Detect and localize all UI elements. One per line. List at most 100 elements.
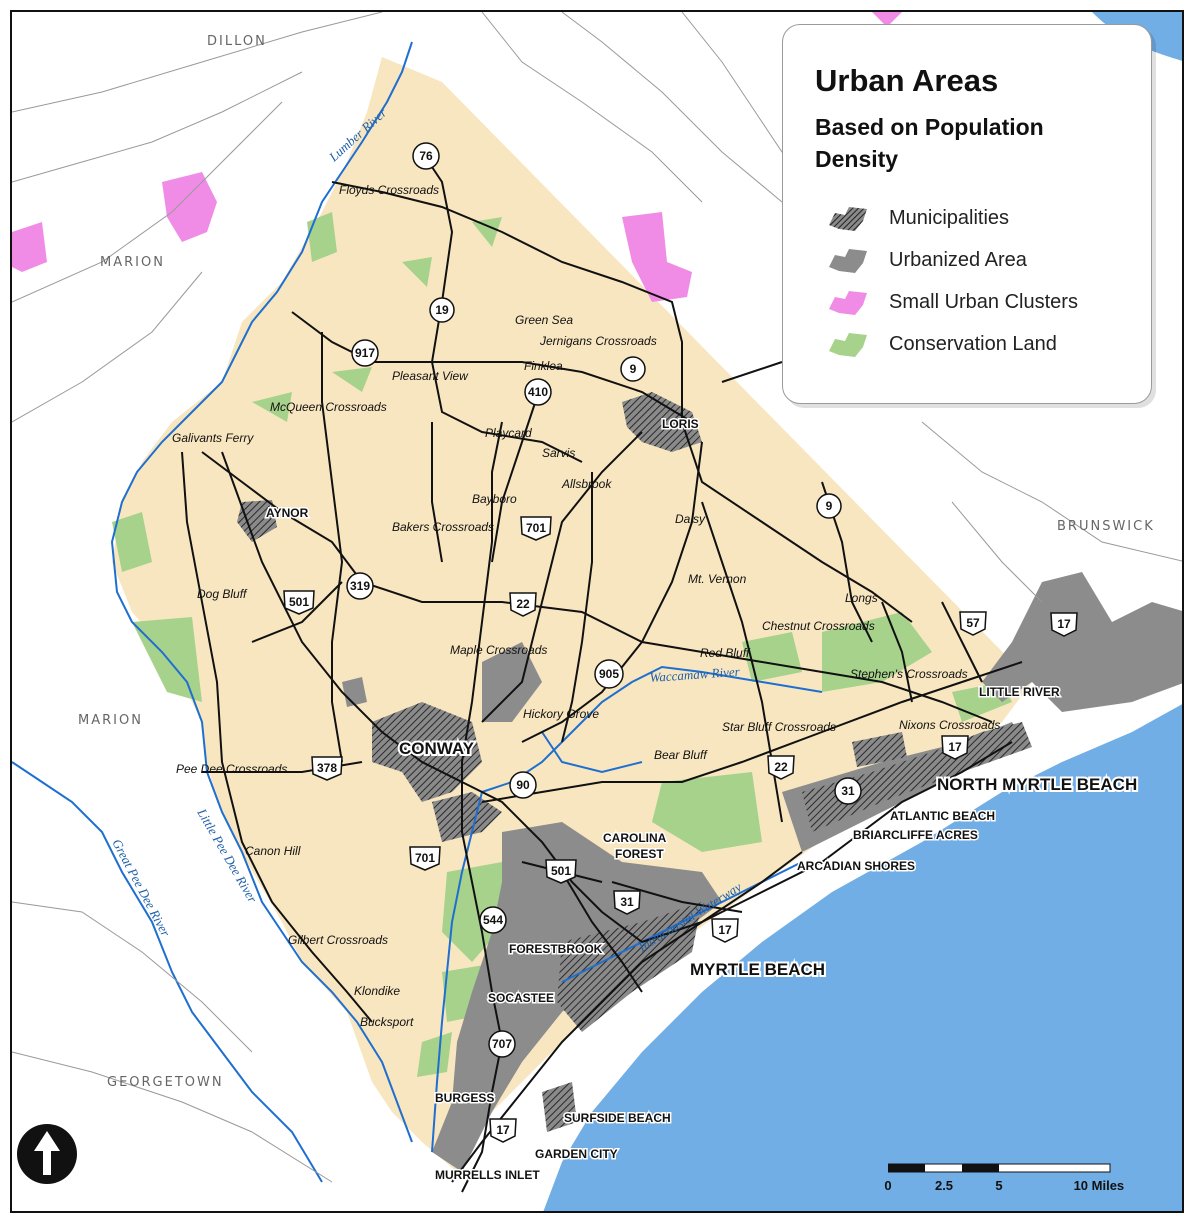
town-label-carolina: CAROLINA: [603, 831, 667, 845]
scale-tick-label: 5: [995, 1178, 1003, 1193]
route-shield: 707: [488, 1030, 516, 1058]
route-shield: 17: [941, 735, 969, 760]
horry-county: [112, 57, 1032, 1172]
small-urban-clusters-swatch-icon: [829, 291, 867, 315]
legend-title: Urban Areas: [815, 63, 999, 98]
place-label: Dog Bluff: [197, 587, 248, 601]
svg-text:17: 17: [496, 1123, 510, 1137]
town-label-loris: LORIS: [662, 417, 699, 431]
place-label: Sarvis: [542, 446, 575, 460]
svg-text:501: 501: [551, 864, 571, 878]
route-shield: 76: [412, 142, 440, 170]
county-label-georgetown: GEORGETOWN: [107, 1075, 224, 1090]
place-label: Floyds Crossroads: [339, 183, 439, 197]
route-shield: 905: [594, 659, 624, 689]
route-shield: 17: [1050, 612, 1078, 637]
scale-segment: [962, 1164, 999, 1172]
scale-tick-label: 10 Miles: [1073, 1178, 1125, 1193]
urbanized-area-swatch-icon: [829, 249, 867, 273]
legend-label: Municipalities: [889, 207, 1010, 229]
place-label: Finklea: [524, 359, 563, 373]
legend-label: Conservation Land: [889, 333, 1057, 355]
route-shield: 17: [489, 1118, 517, 1143]
map-legend: Urban Areas Based on Population Density …: [782, 24, 1152, 404]
town-label-briarcliffe-acres: BRIARCLIFFE ACRES: [853, 828, 978, 842]
place-label: Stephen's Crossroads: [850, 667, 968, 681]
place-label: Bakers Crossroads: [392, 520, 494, 534]
town-label-myrtle-beach: MYRTLE BEACH: [690, 960, 825, 979]
scale-tick-label: 2.5: [934, 1178, 954, 1193]
svg-text:544: 544: [483, 913, 503, 927]
route-shield: 701: [520, 516, 552, 541]
svg-text:917: 917: [355, 346, 375, 360]
svg-text:17: 17: [718, 923, 732, 937]
place-label: Galivants Ferry: [172, 431, 254, 445]
legend-label: Small Urban Clusters: [889, 291, 1078, 313]
place-label: Longs: [845, 591, 878, 605]
place-label: Chestnut Crossroads: [762, 619, 875, 633]
svg-text:31: 31: [841, 784, 855, 798]
svg-text:57: 57: [966, 616, 980, 630]
place-label: Gilbert Crossroads: [288, 933, 388, 947]
place-label: Mt. Vernon: [688, 572, 747, 586]
svg-text:701: 701: [415, 851, 435, 865]
route-shield: 410: [524, 378, 552, 406]
municipalities-swatch-icon: [829, 207, 867, 231]
place-label: Allsbrook: [561, 477, 612, 491]
svg-text:701: 701: [526, 521, 546, 535]
svg-text:19: 19: [435, 303, 449, 317]
place-label: Canon Hill: [245, 844, 301, 858]
atlantic-ocean: [543, 704, 1182, 1211]
route-shield: 9: [816, 493, 842, 519]
county-label-marion: MARION: [100, 255, 165, 270]
town-label-forest: FOREST: [615, 847, 664, 861]
north-arrow-icon: [17, 1124, 77, 1184]
route-shield: 501: [545, 859, 577, 884]
map-canvas: DILLON MARION MARION BRUNSWICK GEORGETOW…: [12, 12, 1182, 1211]
scale-bar: 0 2.5 5 10 Miles: [884, 1162, 1124, 1198]
place-label: Pee Dee Crossroads: [176, 762, 287, 776]
legend-label: Urbanized Area: [889, 249, 1027, 271]
place-label: Green Sea: [515, 313, 573, 327]
county-label-marion-south: MARION: [78, 713, 143, 728]
route-shield: 917: [351, 339, 379, 367]
svg-text:90: 90: [516, 778, 530, 792]
svg-text:9: 9: [826, 499, 833, 513]
town-label-aynor: AYNOR: [266, 506, 309, 520]
scale-tick-label: 0: [884, 1178, 892, 1193]
route-shield: 22: [509, 592, 537, 617]
place-label: Bucksport: [360, 1015, 414, 1029]
town-label-socastee: SOCASTEE: [488, 991, 554, 1005]
river-label-waccamaw: Waccamaw River: [649, 664, 741, 685]
place-label: Jernigans Crossroads: [539, 334, 657, 348]
svg-text:905: 905: [599, 667, 619, 681]
small-urban-clusters: [12, 12, 902, 302]
svg-text:22: 22: [516, 597, 530, 611]
town-label-garden-city: GARDEN CITY: [535, 1147, 618, 1161]
town-label-conway: CONWAY: [399, 739, 475, 758]
legend-item-small-urban-clusters: Small Urban Clusters: [827, 285, 1127, 321]
place-label: Maple Crossroads: [450, 643, 547, 657]
route-shield: 31: [613, 890, 641, 915]
town-label-atlantic-beach: ATLANTIC BEACH: [890, 809, 995, 823]
place-label: Star Bluff Crossroads: [722, 720, 836, 734]
svg-text:22: 22: [774, 760, 788, 774]
place-label: Bayboro: [472, 492, 517, 506]
route-shield: 9: [620, 356, 646, 382]
legend-item-urbanized-area: Urbanized Area: [827, 243, 1127, 279]
route-shield: 544: [479, 906, 507, 934]
county-label-brunswick: BRUNSWICK: [1057, 519, 1155, 534]
svg-text:319: 319: [350, 579, 370, 593]
town-label-north-myrtle-beach: NORTH MYRTLE BEACH: [937, 775, 1137, 794]
route-shield: 701: [409, 846, 441, 871]
town-label-arcadian-shores: ARCADIAN SHORES: [797, 859, 915, 873]
place-label: Bear Bluff: [654, 748, 708, 762]
route-shield: 31: [834, 777, 862, 805]
place-label: McQueen Crossroads: [270, 400, 387, 414]
svg-text:410: 410: [528, 385, 548, 399]
town-label-burgess: BURGESS: [435, 1091, 494, 1105]
svg-text:707: 707: [492, 1037, 512, 1051]
conservation-land-swatch-icon: [829, 333, 867, 357]
route-shields: 76 19 917 9 410 9 701 501 319 22 57 17 9…: [283, 142, 1078, 1143]
place-label: Nixons Crossroads: [899, 718, 1000, 732]
